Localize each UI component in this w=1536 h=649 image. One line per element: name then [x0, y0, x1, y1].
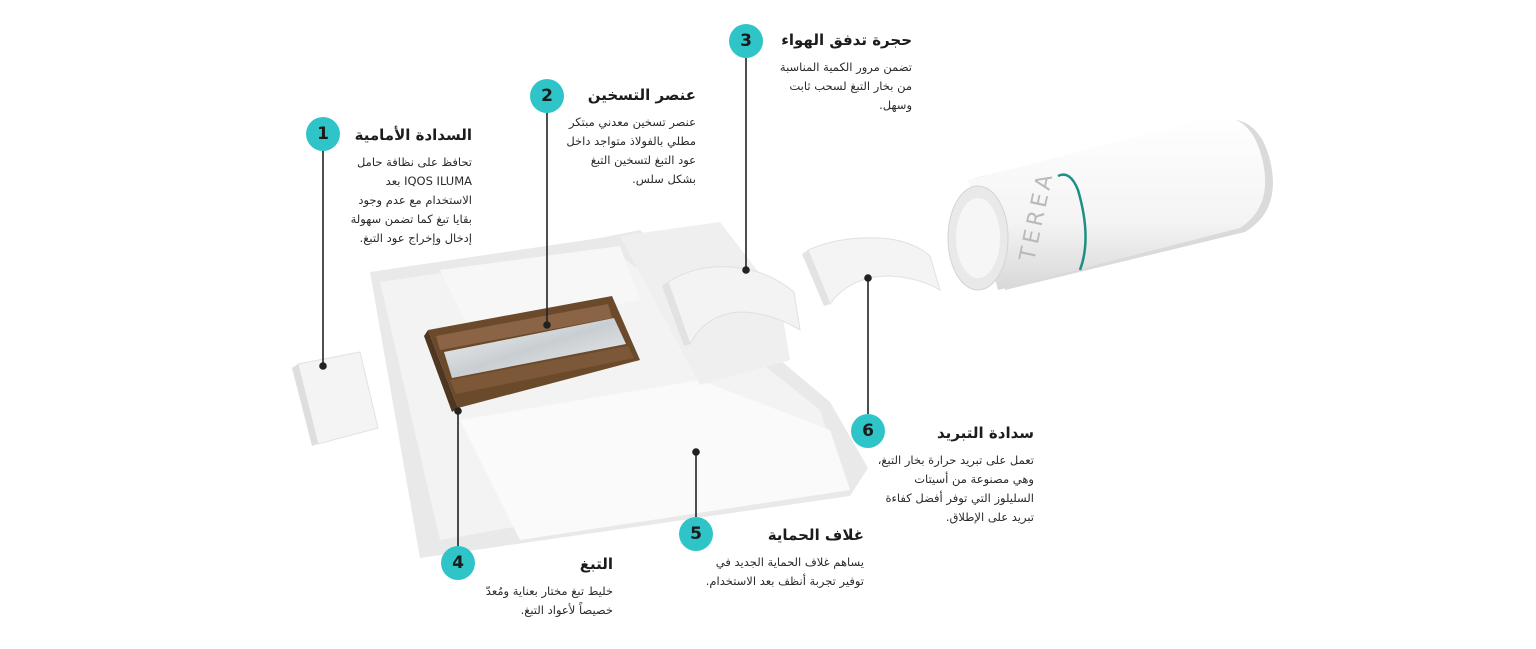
- desc-line: الاستخدام مع عدم وجود: [358, 193, 472, 207]
- label-title: السدادة الأمامية: [354, 126, 472, 144]
- desc-line: مطلي بالفولاذ متواجد داخل: [566, 134, 696, 148]
- desc-line: السليلوز التي توفر أفضل كفاءة: [885, 491, 1034, 505]
- label-title: غلاف الحماية: [767, 526, 864, 544]
- front-plug: [292, 351, 379, 446]
- desc-line: تبريد على الإطلاق.: [945, 510, 1034, 524]
- terea-tube: TEREA: [947, 116, 1273, 291]
- desc-line: وهي مصنوعة من أسيتات: [914, 472, 1034, 486]
- tobacco-rod: [424, 296, 640, 412]
- desc-line: خليط تبغ مختار بعناية ومُعدّ: [485, 584, 613, 598]
- desc-line: تضمن مرور الكمية المناسبة: [779, 60, 912, 74]
- label-tobacco: التبغ خليط تبغ مختار بعناية ومُعدّ خصيصا…: [486, 555, 613, 620]
- label-cooling-plug: سدادة التبريد تعمل على تبريد حرارة بخار …: [878, 424, 1034, 527]
- badge-6: 6: [851, 414, 885, 448]
- badge-3: 3: [729, 24, 763, 58]
- label-desc: تحافظ على نظافة حامل IQOS ILUMA بعد الاس…: [351, 153, 472, 248]
- airflow-chamber: [662, 266, 801, 346]
- label-desc: خليط تبغ مختار بعناية ومُعدّ خصيصاً لأعو…: [486, 582, 613, 620]
- cooling-plug: [802, 237, 941, 306]
- desc-line: تعمل على تبريد حرارة بخار التبغ،: [877, 453, 1034, 467]
- desc-line: تحافظ على نظافة حامل: [356, 155, 472, 169]
- label-desc: تعمل على تبريد حرارة بخار التبغ، وهي مصن…: [878, 451, 1034, 527]
- desc-line: خصيصاً لأعواد التبغ.: [520, 603, 613, 617]
- label-title: التبغ: [579, 555, 613, 573]
- badge-1: 1: [306, 117, 340, 151]
- label-desc: تضمن مرور الكمية المناسبة من بخار التبغ …: [780, 58, 912, 115]
- label-airflow-chamber: حجرة تدفق الهواء تضمن مرور الكمية المناس…: [780, 31, 912, 115]
- label-protective-wrapper: غلاف الحماية يساهم غلاف الحماية الجديد ف…: [706, 526, 864, 591]
- desc-line: عود التبغ لتسخين التبغ: [590, 153, 696, 167]
- label-desc: عنصر تسخين معدني مبتكر مطلي بالفولاذ متو…: [566, 113, 696, 189]
- badge-4: 4: [441, 546, 475, 580]
- badge-5: 5: [679, 517, 713, 551]
- desc-line: بشكل سلس.: [632, 172, 696, 186]
- label-heating-element: عنصر التسخين عنصر تسخين معدني مبتكر مطلي…: [566, 86, 696, 189]
- leader-lines: [319, 58, 872, 548]
- desc-line: إدخال وإخراج عود التبغ.: [359, 231, 472, 245]
- desc-line: من بخار التبغ لسحب ثابت: [789, 79, 912, 93]
- heating-element-blade: [444, 318, 626, 378]
- label-front-plug: السدادة الأمامية تحافظ على نظافة حامل IQ…: [351, 126, 472, 248]
- desc-line: بقايا تبغ كما تضمن سهولة: [350, 212, 472, 226]
- badge-2: 2: [530, 79, 564, 113]
- label-desc: يساهم غلاف الحماية الجديد في توفير تجربة…: [706, 553, 864, 591]
- desc-line: يساهم غلاف الحماية الجديد في: [715, 555, 864, 569]
- label-title: حجرة تدفق الهواء: [781, 31, 912, 49]
- desc-line: عنصر تسخين معدني مبتكر: [568, 115, 696, 129]
- desc-line: توفير تجربة أنظف بعد الاستخدام.: [705, 574, 864, 588]
- desc-line: IQOS ILUMA بعد: [385, 174, 472, 188]
- label-title: سدادة التبريد: [937, 424, 1034, 442]
- label-title: عنصر التسخين: [587, 86, 696, 104]
- desc-line: وسهل.: [879, 98, 912, 112]
